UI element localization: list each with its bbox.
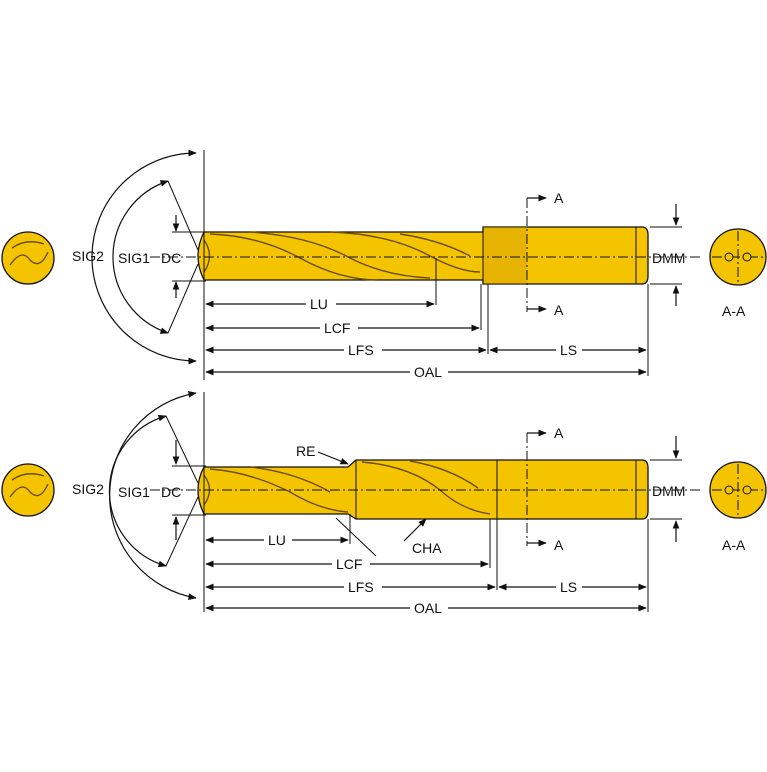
- bottom-sig2-label: SIG2: [72, 481, 104, 497]
- bottom-section-marker-top: A: [554, 425, 564, 441]
- bottom-section-marker-bottom: A: [554, 537, 564, 553]
- top-lu-label: LU: [310, 296, 328, 312]
- bottom-oal-label: OAL: [414, 600, 442, 616]
- top-section-label: A-A: [722, 303, 746, 319]
- bottom-sig1-label: SIG1: [118, 484, 150, 500]
- bottom-section-label: A-A: [722, 537, 746, 553]
- top-section-marker-bottom: A: [554, 302, 564, 318]
- top-sig1-label: SIG1: [118, 250, 150, 266]
- top-lcf-label: LCF: [324, 320, 350, 336]
- top-dc-label: DC: [161, 250, 181, 266]
- bottom-lcf-label: LCF: [336, 556, 362, 572]
- top-dmm-label: DMM: [652, 250, 685, 266]
- bottom-re-label: RE: [296, 443, 315, 459]
- top-section-marker-top: A: [554, 190, 564, 206]
- top-drill-view: SIG2 SIG1 DC LU LCF LFS LS OAL: [1, 149, 767, 381]
- bottom-drill-view: SIG2 SIG1 DC RE CHA LU LCF LFS: [1, 390, 767, 617]
- top-lfs-label: LFS: [348, 342, 374, 358]
- bottom-lu-label: LU: [268, 532, 286, 548]
- bottom-ls-label: LS: [560, 579, 577, 595]
- top-oal-label: OAL: [414, 364, 442, 380]
- bottom-dc-label: DC: [161, 484, 181, 500]
- top-sig2-label: SIG2: [72, 248, 104, 264]
- top-ls-label: LS: [560, 342, 577, 358]
- bottom-lfs-label: LFS: [348, 579, 374, 595]
- bottom-tip-end-view: [1, 463, 55, 517]
- top-drill-body: [197, 226, 649, 285]
- top-sig1-arc: [112, 180, 169, 334]
- bottom-sig1-arc: [108, 414, 167, 568]
- bottom-cha-leader: [403, 518, 427, 542]
- top-section-view: [709, 228, 767, 286]
- top-sig2-arc: [91, 149, 197, 365]
- bottom-re-leader: [317, 451, 349, 465]
- top-tip-end-view: [1, 231, 55, 285]
- bottom-section-view: [709, 461, 767, 519]
- bottom-cha-label: CHA: [412, 540, 442, 556]
- bottom-dmm-label: DMM: [652, 483, 685, 499]
